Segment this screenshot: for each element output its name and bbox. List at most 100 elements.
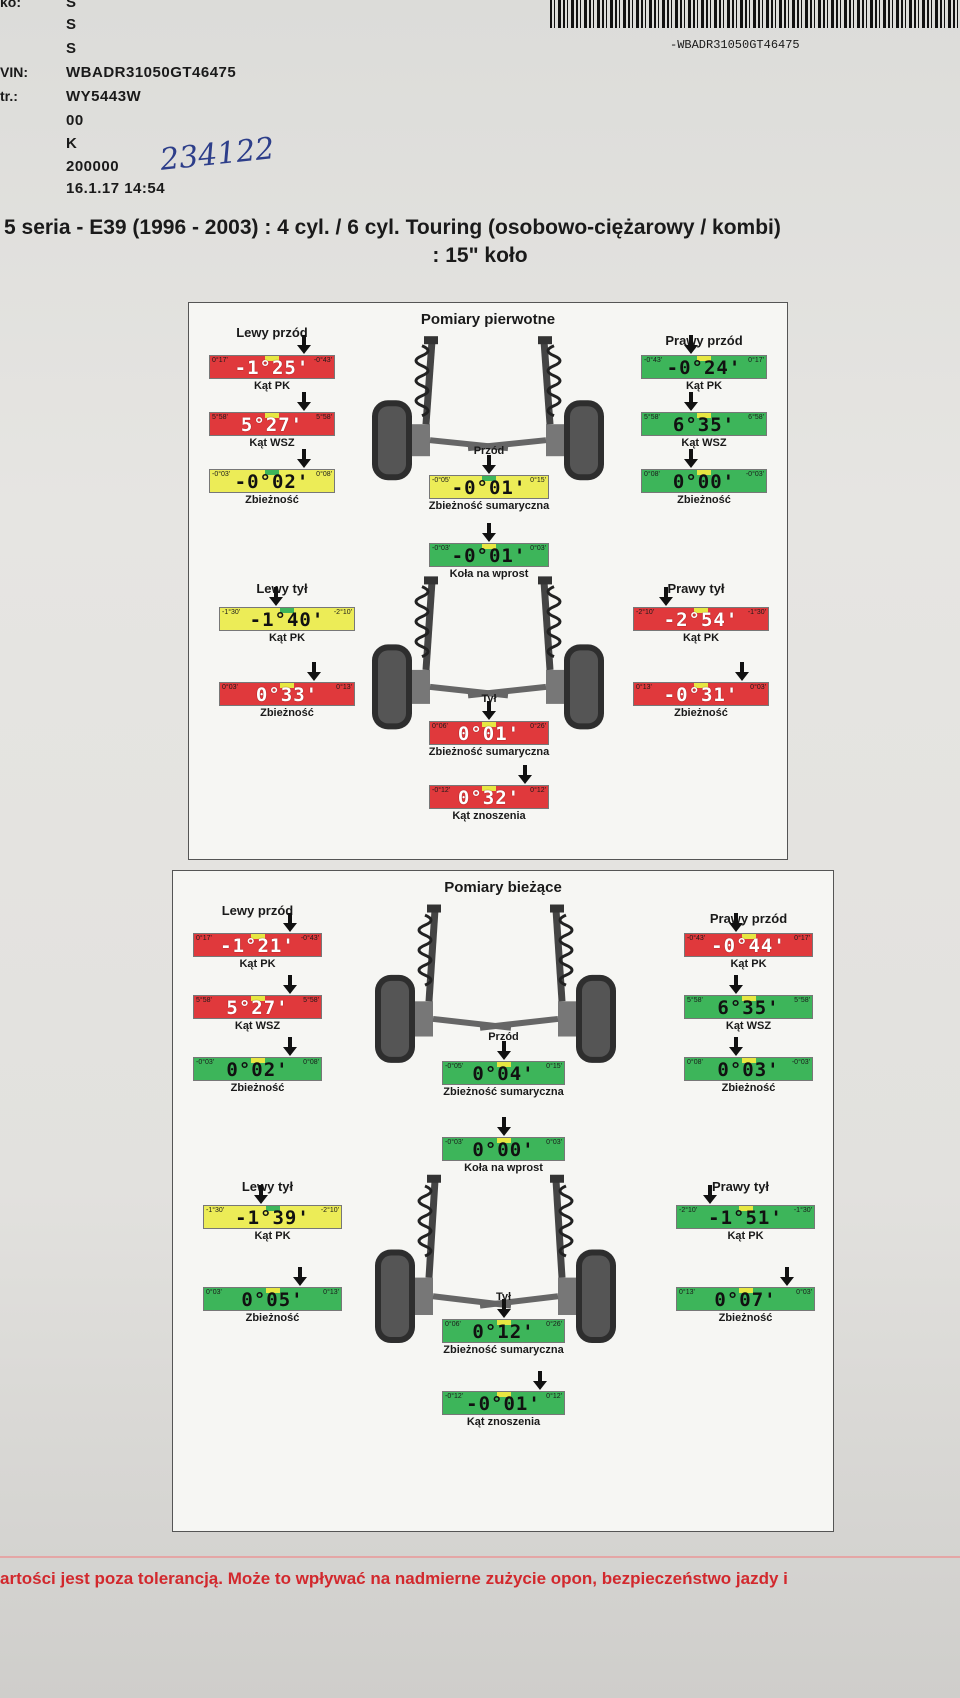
- gauge-value: -0°24': [666, 357, 742, 379]
- gauge-max-tolerance: 0°13': [323, 1289, 339, 1296]
- gauge-min-tolerance: -0°12': [445, 1393, 464, 1400]
- arrow-down-icon: [292, 1267, 307, 1286]
- gauge-tolerance-notch: [741, 1058, 756, 1063]
- front-suspension-icon: [479, 904, 616, 1063]
- alignment-gauge: -0°03'0°08'0°02': [193, 1057, 322, 1081]
- gauge-value: -0°31': [663, 684, 739, 706]
- panel-title: Pomiary bieżące: [444, 879, 562, 896]
- gauge-value: 0°12': [472, 1321, 535, 1343]
- gauge-tolerance-notch: [265, 470, 279, 475]
- gauge-value: -0°01': [451, 477, 527, 499]
- arrow-down-icon: [659, 587, 674, 606]
- alignment-gauge: 0°03'0°13'0°33': [219, 682, 355, 706]
- alignment-gauge: 0°17'-0°43'-1°25': [209, 355, 335, 379]
- gauge-tolerance-notch: [694, 683, 708, 688]
- gauge-min-tolerance: -1°30': [222, 609, 241, 616]
- gauge-tolerance-notch: [697, 470, 711, 475]
- header-value: S: [66, 40, 77, 57]
- arrow-down-icon: [268, 587, 283, 606]
- alignment-gauge: -0°12' 0°12' -0°01': [442, 1391, 565, 1415]
- gauge-max-tolerance: 5°58': [316, 414, 332, 421]
- gauge-tolerance-notch: [265, 1288, 280, 1293]
- gauge-tolerance-notch: [496, 1320, 511, 1325]
- alignment-gauge: -1°30'-2°10'-1°39': [203, 1205, 342, 1229]
- gauge-tolerance-notch: [741, 996, 756, 1001]
- gauge-caption: Zbieżność sumaryczna: [443, 1086, 564, 1098]
- gauge-max-tolerance: 5°58': [303, 997, 319, 1004]
- gauge-max-tolerance: 0°15': [530, 477, 546, 484]
- gauge-caption: Kąt PK: [253, 380, 291, 392]
- gauge-caption: Koła na wprost: [449, 568, 529, 580]
- gauge-min-tolerance: 0°03': [222, 684, 238, 691]
- gauge-min-tolerance: -0°43': [644, 357, 663, 364]
- gauge-min-tolerance: 0°08': [644, 471, 660, 478]
- gauge-max-tolerance: -0°43': [300, 935, 319, 942]
- gauge-min-tolerance: -0°03': [212, 471, 231, 478]
- front-suspension-icon: [372, 336, 509, 481]
- gauge-max-tolerance: 0°03': [796, 1289, 812, 1296]
- gauge-tolerance-notch: [250, 1058, 265, 1063]
- header-label: ko:: [0, 0, 21, 10]
- gauge-caption: Zbieżność: [260, 707, 314, 719]
- gauge-tolerance-notch: [250, 934, 265, 939]
- wheel-label-front-left: Lewy przód: [221, 903, 294, 918]
- axle-label-rear: Tył: [481, 693, 497, 705]
- barcode: [550, 0, 960, 28]
- gauge-value: -1°39': [235, 1207, 310, 1229]
- gauge-min-tolerance: 0°17': [196, 935, 212, 942]
- gauge-tolerance-notch: [697, 356, 711, 361]
- vehicle-wheel-size: : 15" koło: [432, 244, 528, 267]
- gauge-max-tolerance: 6°58': [748, 414, 764, 421]
- gauge-value: 0°00': [472, 1139, 535, 1161]
- header-value: K: [66, 135, 78, 152]
- gauge-caption: Kąt PK: [727, 1230, 764, 1242]
- wheel-label-front-right: Prawy przód: [709, 911, 788, 926]
- gauge-tolerance-notch: [482, 544, 496, 549]
- arrow-down-icon: [296, 392, 311, 411]
- gauge-caption: Zbieżność: [245, 494, 299, 506]
- gauge-min-tolerance: -0°05': [432, 477, 451, 484]
- wheel-label-rear-right: Prawy tył: [667, 581, 725, 596]
- gauge-max-tolerance: -0°03': [745, 471, 764, 478]
- gauge-min-tolerance: -2°10': [636, 609, 655, 616]
- gauge-tolerance-notch: [694, 608, 708, 613]
- gauge-min-tolerance: 5°58': [644, 414, 660, 421]
- gauge-tolerance-notch: [738, 1288, 753, 1293]
- gauge-min-tolerance: 0°06': [445, 1321, 461, 1328]
- gauge-max-tolerance: -0°43': [313, 357, 332, 364]
- gauge-max-tolerance: -2°10': [333, 609, 352, 616]
- gauge-min-tolerance: -0°05': [445, 1063, 464, 1070]
- header-label: VIN:: [0, 64, 28, 80]
- gauge-max-tolerance: 0°08': [303, 1059, 319, 1066]
- gauge-tolerance-notch: [496, 1062, 511, 1067]
- gauge-caption: Zbieżność: [718, 1312, 773, 1324]
- gauge-value: 0°33': [255, 684, 319, 706]
- gauge-value: -0°02': [234, 471, 310, 493]
- gauge-tolerance-notch: [741, 934, 756, 939]
- rear-suspension-icon: [375, 1174, 512, 1344]
- gauge-value: 5°27': [240, 414, 304, 436]
- gauge-tolerance-notch: [265, 413, 279, 418]
- handwritten-note: 234122: [158, 131, 277, 178]
- wheel-label-rear-left: Lewy tył: [241, 1179, 294, 1194]
- gauge-min-tolerance: 0°06': [432, 723, 448, 730]
- alignment-gauge: 5°58'5°58'6°35': [684, 995, 813, 1019]
- gauge-max-tolerance: -1°30': [747, 609, 766, 616]
- gauge-value: 6°35': [717, 997, 780, 1019]
- arrow-down-icon: [518, 765, 532, 784]
- header-value: 200000: [66, 158, 120, 175]
- alignment-gauge: 5°58'6°58'6°35': [641, 412, 767, 436]
- alignment-gauge: 0°08'-0°03'0°03': [684, 1057, 813, 1081]
- arrow-down-icon: [684, 392, 699, 411]
- gauge-min-tolerance: -0°12': [432, 787, 451, 794]
- gauge-max-tolerance: 0°12': [530, 787, 546, 794]
- gauge-max-tolerance: 0°12': [546, 1393, 562, 1400]
- gauge-tolerance-notch: [482, 786, 496, 791]
- gauge-tolerance-notch: [482, 722, 496, 727]
- header-value: WY5443W: [66, 88, 142, 105]
- alignment-gauge: -1°30'-2°10'-1°40': [219, 607, 355, 631]
- gauge-tolerance-notch: [496, 1138, 511, 1143]
- gauge-caption: Kąt PK: [685, 380, 723, 392]
- alignment-gauge: -2°10'-1°30'-1°51': [676, 1205, 815, 1229]
- gauge-value: -0°01': [466, 1393, 541, 1415]
